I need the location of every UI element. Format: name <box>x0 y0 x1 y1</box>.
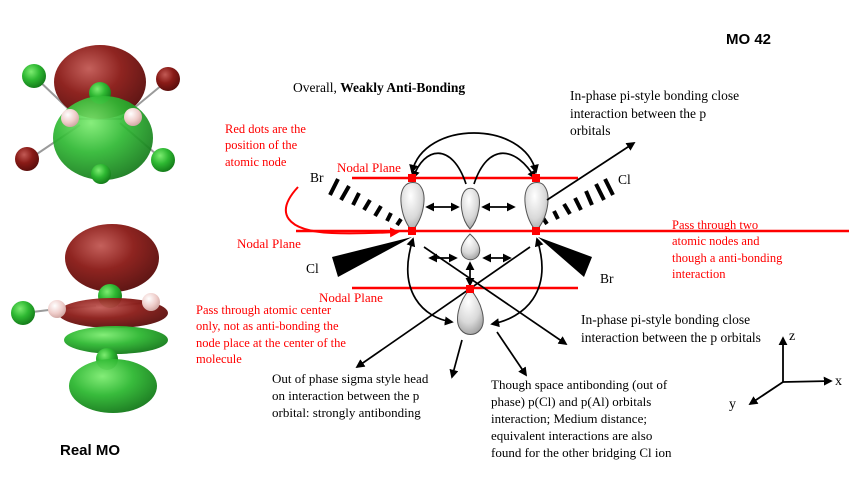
hashed-wedge-bond-br <box>328 178 403 227</box>
atom-label-cl-bottom-left: Cl <box>306 261 319 276</box>
atomic-node-dot <box>532 174 540 182</box>
orbital-lobe-center-upper <box>460 187 480 230</box>
al-atom <box>142 293 160 311</box>
atomic-node-dots <box>408 174 540 293</box>
coordinate-axes <box>748 336 833 405</box>
red-pointer-arrow <box>285 186 400 238</box>
annotation-red-dots: Red dots are the position of the atomic … <box>225 122 306 169</box>
y-axis <box>748 381 784 405</box>
orbital-lobe-center-lower <box>460 233 481 261</box>
orbital-sketch <box>285 132 849 379</box>
z-axis-label: z <box>789 329 796 344</box>
solid-wedge-bond-cl <box>332 237 412 277</box>
atom-label-cl-top-right: Cl <box>618 172 631 187</box>
x-axis <box>782 376 833 386</box>
nodal-plane-label-bottom: Nodal Plane <box>319 290 383 305</box>
atomic-node-dot <box>532 227 540 235</box>
br-atom <box>156 67 180 91</box>
negative-lobe <box>65 224 159 292</box>
al-atom <box>124 108 142 126</box>
nodal-plane-label-middle: Nodal Plane <box>237 236 301 251</box>
interaction-arrows <box>425 202 516 287</box>
cl-atom <box>151 148 175 172</box>
atomic-node-dot <box>408 174 416 182</box>
mo-number-title: MO 42 <box>726 31 772 48</box>
orbital-lobe-left <box>400 182 425 232</box>
solid-wedge-bond-br <box>538 237 592 277</box>
hashed-wedge-bond-cl <box>541 178 615 226</box>
x-axis-label: x <box>835 374 842 389</box>
annotation-out-of-phase: Out of phase sigma style head on interac… <box>272 371 429 420</box>
positive-lobe <box>69 359 157 413</box>
real-mo-caption: Real MO <box>60 442 121 459</box>
mo-surface-top-render <box>15 45 180 184</box>
y-axis-label: y <box>729 397 736 412</box>
overall-prefix: Overall, <box>293 80 337 95</box>
annotation-inphase-right: In-phase pi-style bonding close interact… <box>581 312 761 345</box>
atomic-node-dot <box>408 227 416 235</box>
al-atom <box>61 109 79 127</box>
cl-atom <box>22 64 46 88</box>
orbital-lobe-bottom <box>457 288 484 335</box>
overall-bold: Weakly Anti-Bonding <box>340 80 466 95</box>
annotation-inphase-top: In-phase pi-style bonding close interact… <box>570 88 740 139</box>
overall-assessment: Overall, Weakly Anti-Bonding <box>293 79 465 97</box>
annotation-through-space: Though space antibonding (out of phase) … <box>491 377 672 460</box>
pi-interaction-loops-top <box>409 132 539 185</box>
orbital-lobe-right <box>524 182 549 232</box>
atom-label-br-top-left: Br <box>310 170 324 185</box>
cl-atom <box>11 301 35 325</box>
al-atom <box>48 300 66 318</box>
callout-arrows <box>355 142 636 379</box>
br-atom <box>15 147 39 171</box>
atom-label-br-bottom-right: Br <box>600 271 614 286</box>
pi-interaction-loops-bottom <box>406 237 544 328</box>
annotation-pass-atomic-center: Pass through atomic center only, not as … <box>196 303 346 366</box>
atomic-node-dot <box>466 285 474 293</box>
mo-surface-bottom-render <box>11 224 168 413</box>
annotation-pass-two-nodes: Pass through two atomic nodes and though… <box>672 218 783 281</box>
nodal-plane-label-top: Nodal Plane <box>337 160 401 175</box>
negative-lobe <box>58 298 168 328</box>
p-orbital-lobes <box>400 182 549 335</box>
atom-sphere <box>91 164 111 184</box>
positive-lobe <box>64 326 168 354</box>
